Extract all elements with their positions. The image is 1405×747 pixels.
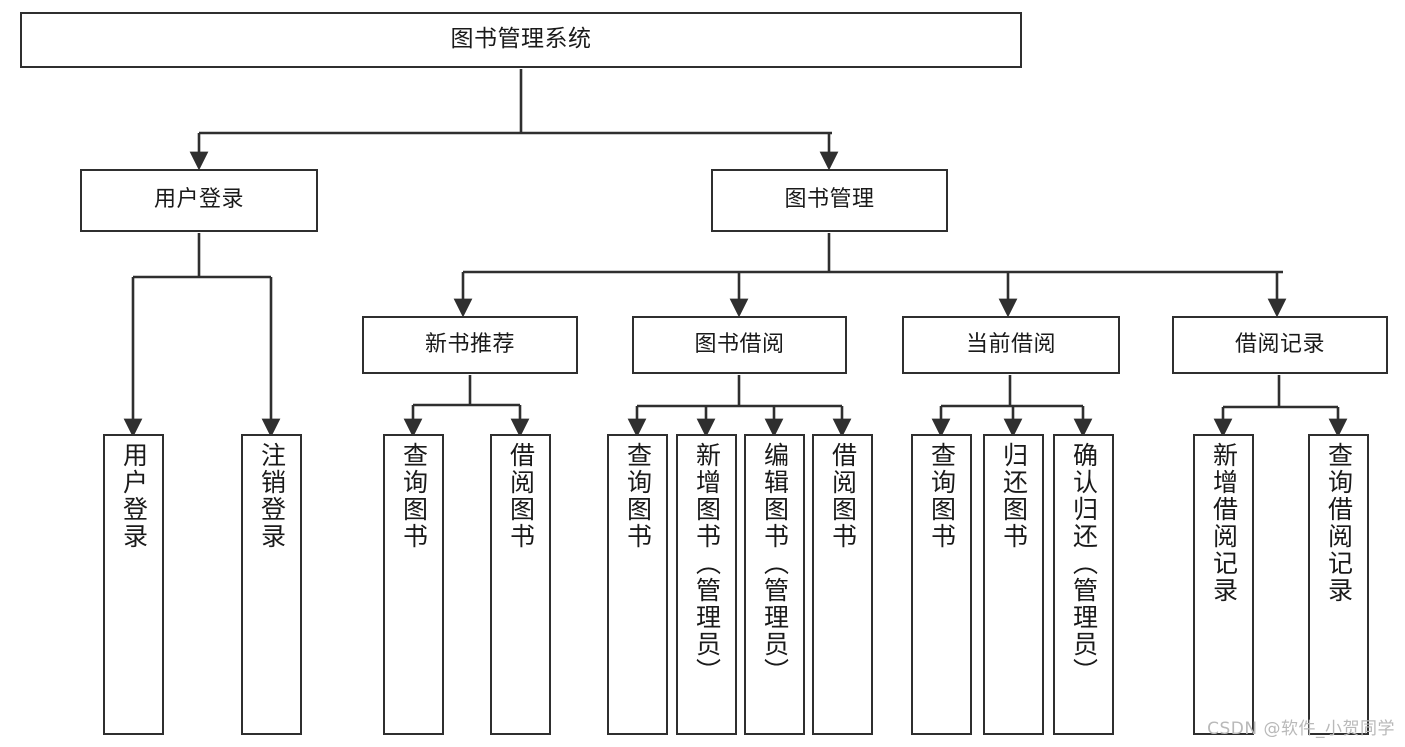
node-leaf-add-book[interactable]: 新增图书（管理员）: [676, 434, 737, 735]
node-leaf-add-book-label: 新增图书（管理员）: [692, 442, 722, 685]
node-leaf-return-book-label: 归还图书: [999, 442, 1029, 550]
node-leaf-borrow-book-2-label: 借阅图书: [828, 442, 858, 550]
node-leaf-confirm-return[interactable]: 确认归还（管理员）: [1053, 434, 1114, 735]
node-leaf-borrow-book-2[interactable]: 借阅图书: [812, 434, 873, 735]
node-leaf-return-book[interactable]: 归还图书: [983, 434, 1044, 735]
node-book-manage-label: 图书管理: [784, 187, 875, 213]
node-leaf-user-login[interactable]: 用户登录: [103, 434, 164, 735]
node-user-login[interactable]: 用户登录: [80, 169, 318, 232]
node-borrow-record[interactable]: 借阅记录: [1172, 316, 1388, 374]
node-leaf-user-logout-label: 注销登录: [257, 442, 287, 550]
node-root-label: 图书管理系统: [450, 26, 592, 53]
node-leaf-edit-book-label: 编辑图书（管理员）: [760, 442, 790, 685]
node-current-borrow[interactable]: 当前借阅: [902, 316, 1120, 374]
node-leaf-user-logout[interactable]: 注销登录: [241, 434, 302, 735]
node-new-book-rec[interactable]: 新书推荐: [362, 316, 578, 374]
node-book-manage[interactable]: 图书管理: [711, 169, 948, 232]
node-book-borrow-label: 图书借阅: [694, 331, 785, 357]
node-leaf-query-book-1[interactable]: 查询图书: [383, 434, 444, 735]
node-leaf-borrow-book-1[interactable]: 借阅图书: [490, 434, 551, 735]
node-leaf-query-book-1-label: 查询图书: [399, 442, 429, 550]
node-leaf-add-record[interactable]: 新增借阅记录: [1193, 434, 1254, 735]
node-leaf-query-book-3-label: 查询图书: [927, 442, 957, 550]
node-leaf-user-login-label: 用户登录: [119, 442, 149, 550]
node-leaf-query-record[interactable]: 查询借阅记录: [1308, 434, 1369, 735]
node-leaf-query-book-2-label: 查询图书: [623, 442, 653, 550]
node-borrow-record-label: 借阅记录: [1234, 331, 1325, 357]
node-leaf-query-record-label: 查询借阅记录: [1324, 442, 1354, 604]
node-leaf-confirm-return-label: 确认归还（管理员）: [1069, 442, 1099, 685]
node-leaf-query-book-2[interactable]: 查询图书: [607, 434, 668, 735]
node-leaf-edit-book[interactable]: 编辑图书（管理员）: [744, 434, 805, 735]
node-new-book-rec-label: 新书推荐: [424, 331, 515, 357]
node-user-login-label: 用户登录: [153, 187, 244, 213]
node-root[interactable]: 图书管理系统: [20, 12, 1022, 68]
node-book-borrow[interactable]: 图书借阅: [632, 316, 847, 374]
node-leaf-add-record-label: 新增借阅记录: [1209, 442, 1239, 604]
node-leaf-query-book-3[interactable]: 查询图书: [911, 434, 972, 735]
node-leaf-borrow-book-1-label: 借阅图书: [506, 442, 536, 550]
node-current-borrow-label: 当前借阅: [965, 331, 1056, 357]
